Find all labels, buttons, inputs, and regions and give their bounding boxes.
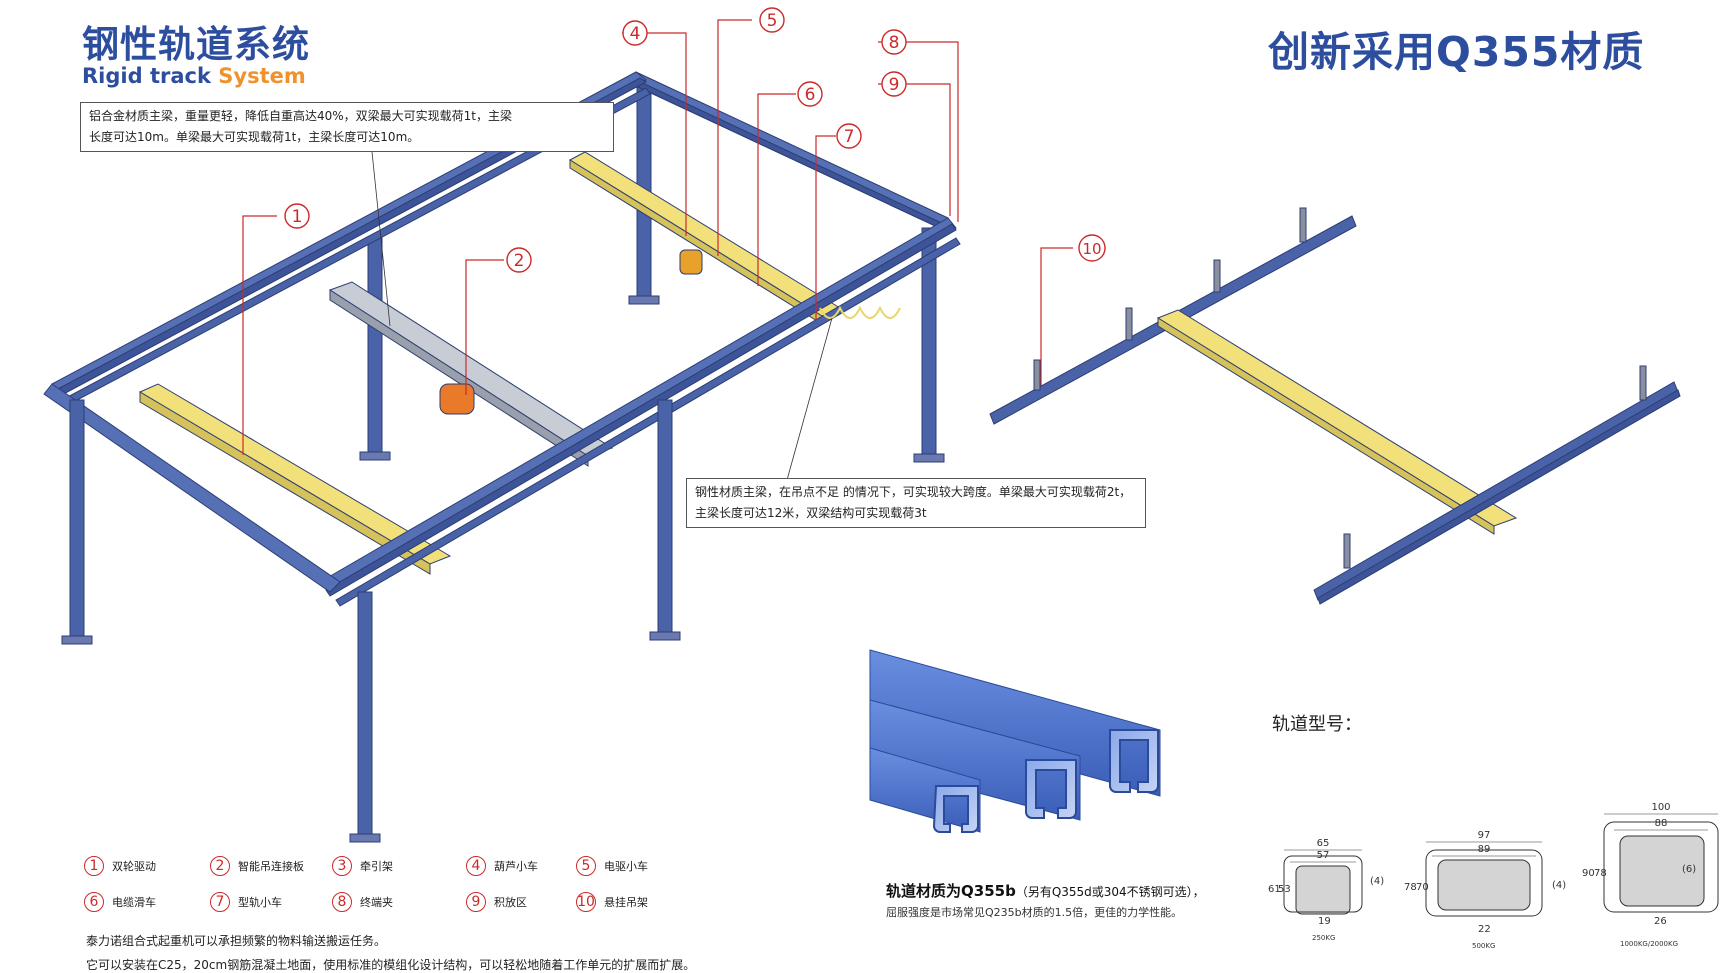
markers: 1 2 4 5 6 7 8 9 10: [284, 7, 1106, 273]
hoist: [439, 383, 475, 415]
svg-text:(6): (6): [1682, 864, 1696, 875]
column-front-mid: [657, 399, 673, 637]
svg-text:9: 9: [889, 75, 900, 95]
callout-steel-line2: 主梁长度可达12米，双梁结构可实现载荷3t: [695, 506, 927, 520]
svg-text:7: 7: [844, 127, 855, 147]
svg-text:89: 89: [1478, 844, 1491, 855]
marker-1: 1: [284, 203, 310, 229]
title-english-part2: System: [218, 64, 306, 88]
suspended-girder-yellow: [1156, 309, 1518, 527]
svg-text:500KG: 500KG: [1472, 942, 1495, 950]
callout-leader-aluminum: [371, 151, 391, 327]
svg-text:19: 19: [1318, 916, 1331, 927]
svg-text:57: 57: [1317, 850, 1330, 861]
marker-9: 9: [881, 71, 907, 97]
svg-text:(4): (4): [1370, 876, 1384, 887]
svg-text:8: 8: [889, 33, 900, 53]
svg-text:1000KG/2000KG: 1000KG/2000KG: [1620, 940, 1678, 948]
title-english: Rigid track System: [82, 64, 306, 88]
svg-text:4: 4: [630, 24, 641, 44]
svg-text:78: 78: [1594, 868, 1607, 879]
svg-text:97: 97: [1478, 830, 1491, 841]
column-front-left: [69, 399, 85, 641]
svg-text:53: 53: [1278, 884, 1291, 895]
svg-text:22: 22: [1478, 924, 1491, 935]
slogan: 创新采用Q355材质: [1268, 28, 1645, 76]
svg-text:6: 6: [805, 85, 816, 105]
callout-aluminum: 铝合金材质主梁，重量更轻，降低自重高达40%，双梁最大可实现载荷1t，主梁 长度…: [80, 102, 614, 152]
description-line2: 它可以安装在C25，20cm钢筋混凝土地面，使用标准的模组化设计结构，可以轻松地…: [86, 958, 696, 972]
callout-leader-steel: [786, 317, 833, 481]
crane-structure: [43, 71, 961, 843]
callout-aluminum-line1: 铝合金材质主梁，重量更轻，降低自重高达40%，双梁最大可实现载荷1t，主梁: [89, 109, 513, 123]
title-english-part1: Rigid track: [82, 64, 211, 88]
svg-text:2: 2: [514, 251, 525, 271]
svg-text:78: 78: [1404, 882, 1417, 893]
cable-festoon: [819, 305, 901, 319]
profile-section-250: 65 57 61 53 19 (4) 250KG: [1268, 838, 1384, 942]
title-chinese: 钢性轨道系统: [82, 23, 310, 66]
svg-text:90: 90: [1582, 868, 1595, 879]
suspended-system: [989, 207, 1681, 605]
marker-5: 5: [759, 7, 785, 33]
models-title: 轨道型号：: [1272, 714, 1362, 735]
svg-text:10: 10: [1082, 240, 1101, 258]
column-back-left: [367, 237, 383, 457]
suspended-runway-front: [1313, 381, 1679, 601]
callout-steel: 钢性材质主梁，在吊点不足 的情况下，可实现较大跨度。单梁最大可实现载荷2t， 主…: [686, 478, 1146, 528]
svg-text:5: 5: [767, 11, 778, 31]
callout-aluminum-line2: 长度可达10m。单梁最大可实现载荷1t，主梁长度可达10m。: [89, 130, 420, 144]
svg-text:65: 65: [1317, 838, 1330, 849]
svg-text:100: 100: [1651, 802, 1670, 813]
material-title-sub: （另有Q355d或304不锈钢可选），: [1015, 885, 1205, 899]
svg-text:61: 61: [1268, 884, 1281, 895]
callout-steel-line1: 钢性材质主梁，在吊点不足 的情况下，可实现较大跨度。单梁最大可实现载荷2t，: [695, 485, 1132, 499]
runway-left-end: [43, 383, 341, 593]
svg-text:250KG: 250KG: [1312, 934, 1335, 942]
svg-text:26: 26: [1654, 916, 1667, 927]
girder-yellow-back: [568, 151, 842, 317]
svg-text:88: 88: [1655, 818, 1668, 829]
marker-6: 6: [797, 81, 823, 107]
profile-section-500: 97 89 78 70 22 (4) 500KG: [1404, 830, 1566, 950]
svg-text:70: 70: [1416, 882, 1429, 893]
marker-2: 2: [506, 247, 532, 273]
marker-10: 10: [1078, 234, 1106, 262]
rail-profiles-3d: [869, 649, 1161, 833]
material-title: 轨道材质为Q355b（另有Q355d或304不锈钢可选），: [886, 880, 1205, 901]
description-line1: 泰力诺组合式起重机可以承担频繁的物料输送搬运任务。: [86, 934, 387, 948]
profile-section-1000: 100 88 90 78 26 (6) 1000KG/2000KG: [1582, 802, 1719, 948]
svg-text:1: 1: [292, 207, 303, 227]
marker-8: 8: [881, 29, 907, 55]
svg-text:(4): (4): [1552, 880, 1566, 891]
column-front-right: [357, 591, 373, 839]
marker-4: 4: [622, 20, 648, 46]
material-desc: 屈服强度是市场常见Q235b材质的1.5倍，更佳的力学性能。: [886, 906, 1183, 919]
material-title-main: 轨道材质为Q355b: [886, 882, 1016, 900]
marker-7: 7: [836, 123, 862, 149]
